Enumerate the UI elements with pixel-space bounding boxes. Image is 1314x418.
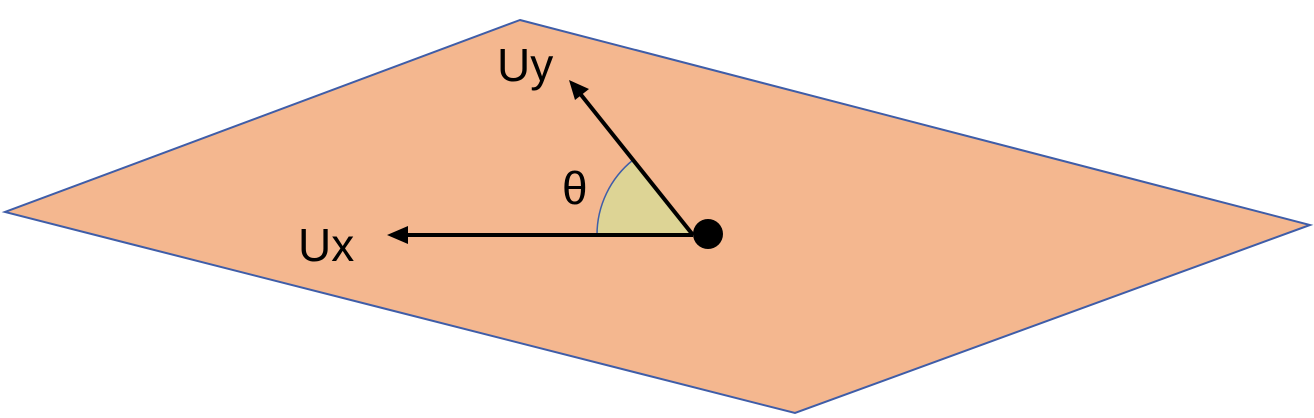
uy-arrow xyxy=(572,84,695,237)
ux-label: Ux xyxy=(298,219,354,271)
origin-point xyxy=(693,219,723,249)
uy-label: Uy xyxy=(497,39,553,91)
theta-label: θ xyxy=(562,162,588,214)
ux-arrowhead xyxy=(387,226,408,244)
angle-arc xyxy=(596,159,634,236)
uy-arrowhead xyxy=(569,80,589,100)
angle-wedge xyxy=(596,160,693,235)
